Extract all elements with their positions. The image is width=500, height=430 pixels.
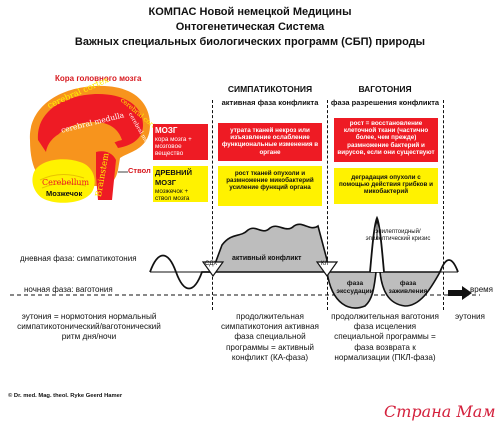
active-conflict-label: активный конфликт <box>232 255 302 262</box>
copyright: © Dr. med. Mag. theol. Ryke Geerd Hamer <box>8 393 123 399</box>
bottom-middle-text: продолжительная симпатикотония активная … <box>221 312 319 362</box>
divider-middle <box>327 100 328 310</box>
eutonia-wave-left <box>149 254 210 290</box>
night-phase-label: ночная фаза: ваготония <box>24 285 113 294</box>
exudation-label: фаза экссудации <box>336 280 374 295</box>
cdx-label: СДХ <box>205 261 218 267</box>
cerebellum-en-label: Cerebellum <box>42 178 90 187</box>
healing-label: фаза заживления <box>388 280 428 295</box>
new-brain-legend: МОЗГ кора мозга + мозговое вещество <box>153 124 208 160</box>
cortex-label: Кора головного мозга <box>55 74 142 83</box>
title-line-2: Онтогенетическая Система <box>175 21 325 33</box>
title-line-1: КОМПАС Новой немецкой Медицины <box>148 6 352 18</box>
cl-marker <box>315 261 339 278</box>
old-brain-title: ДРЕВНИЙ МОЗГ <box>155 168 192 187</box>
bottom-right-text: продолжительная ваготония фаза исцеления… <box>331 312 439 362</box>
bottom-left-text: эутония = нормотония нормальный симпатик… <box>17 312 161 342</box>
active-conflict-area <box>210 223 328 273</box>
sympathicotonia-red-box: утрата тканей некроз или изъязвление осл… <box>218 123 322 161</box>
sympathicotonia-header: СИМПАТИКОТОНИЯ <box>227 84 313 94</box>
sympathicotonia-yellow-box: рост тканей опухоли и размножение микоба… <box>218 166 322 206</box>
bottom-far-right-text: эутония <box>454 312 485 321</box>
vagotonia-header: ВАГОТОНИЯ <box>358 84 412 94</box>
brainstem-ru-label: Ствол мозга <box>128 166 174 175</box>
title-line-3: Важных специальных биологических програм… <box>74 36 426 48</box>
divider-left <box>212 100 213 310</box>
cl-label: КЛ <box>321 261 329 267</box>
vagotonia-yellow-box: деградация опухоли с помощью действия гр… <box>334 168 438 204</box>
new-brain-desc: кора мозга + мозговое вещество <box>155 136 192 158</box>
day-phase-label: дневная фаза: симпатикотония <box>20 254 137 263</box>
new-brain-title: МОЗГ <box>155 126 178 135</box>
cerebellum-ru-label: Мозжечок <box>46 189 83 198</box>
time-label: время <box>470 285 493 294</box>
divider-right <box>443 100 444 310</box>
watermark: Страна Мам <box>384 402 496 421</box>
time-arrow <box>448 286 472 300</box>
old-brain-legend: ДРЕВНИЙ МОЗГ мозжечок + ствол мозга <box>153 166 208 202</box>
sympathicotonia-subheader: активная фаза конфликта <box>221 98 319 107</box>
eutonia-wave-right <box>439 259 459 273</box>
vagotonia-red-box: рост = восстановление клеточной ткани (ч… <box>334 118 438 162</box>
vagotonia-subheader: фаза разрешения конфликта <box>330 98 440 107</box>
epicrisis-label: эпилептоидный/эпилептический кризис <box>365 229 431 242</box>
brain-illustration <box>29 85 150 203</box>
cdx-marker <box>201 261 225 278</box>
old-brain-desc: мозжечок + ствол мозга <box>155 188 190 203</box>
